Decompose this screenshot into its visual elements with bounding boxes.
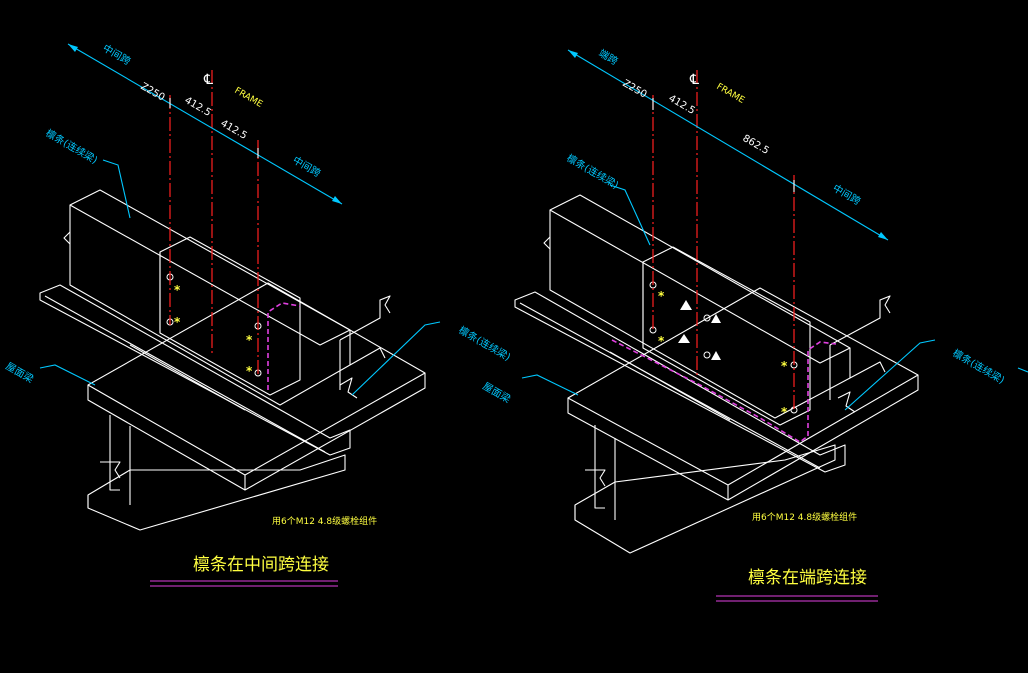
right-cl-symbol: ℄ xyxy=(689,72,699,88)
left-purlin-label: 檩条(连续梁) xyxy=(44,126,101,166)
right-title: 檩条在端跨连接 xyxy=(748,568,867,588)
left-span-right: 中间跨 xyxy=(291,153,323,179)
left-frame-label: FRAME xyxy=(233,86,265,110)
svg-text:*: * xyxy=(781,359,788,373)
right-frame-label: FRAME xyxy=(715,82,747,106)
right-purlin xyxy=(514,194,886,473)
left-roof-beam xyxy=(87,282,426,531)
left-purlin xyxy=(39,189,386,456)
left-dim-outer: Z250 xyxy=(139,81,167,103)
right-span-right: 中间跨 xyxy=(831,181,863,207)
right-dimension-line xyxy=(567,49,889,241)
right-bolt-note: 用6个M12 4.8级螺栓组件 xyxy=(752,511,857,523)
svg-text:*: * xyxy=(658,289,665,303)
left-title: 檩条在中间跨连接 xyxy=(193,555,329,575)
left-support-label: 檩条(连续梁) xyxy=(457,323,514,363)
left-cl-symbol: ℄ xyxy=(203,72,213,88)
right-leaders xyxy=(521,184,1028,411)
left-hidden-lines xyxy=(150,302,338,587)
right-dim-a: 412.5 xyxy=(667,93,697,117)
svg-text:*: * xyxy=(246,364,253,378)
left-leaders xyxy=(39,159,441,396)
svg-text:*: * xyxy=(781,405,788,419)
left-connection-plate xyxy=(159,236,301,396)
right-detail: * * * * Z250 412.5 862.5 端跨 中间跨 ℄ xyxy=(481,46,1028,602)
left-bolt-note: 用6个M12 4.8级螺栓组件 xyxy=(272,515,377,527)
right-dim-b: 862.5 xyxy=(741,133,771,157)
svg-text:*: * xyxy=(174,315,181,329)
right-centerlines xyxy=(652,70,795,412)
left-dim-b: 412.5 xyxy=(219,118,249,142)
left-dimension-line xyxy=(67,43,343,205)
left-span-left: 中间跨 xyxy=(101,41,133,67)
left-bolts: * * * * xyxy=(166,273,262,378)
right-span-left: 端跨 xyxy=(597,46,621,67)
right-hidden-lines xyxy=(611,339,878,602)
right-beam-label: 屋面梁 xyxy=(481,379,513,405)
right-support-label: 檩条(连续梁) xyxy=(951,346,1008,386)
left-detail: * * * * Z250 412.5 412.5 中间跨 中间跨 ℄ FRAME xyxy=(4,41,514,587)
left-centerlines xyxy=(169,70,259,375)
svg-text:*: * xyxy=(658,334,665,348)
right-roof-beam xyxy=(567,287,919,554)
left-beam-label: 屋面梁 xyxy=(4,359,36,385)
left-dim-a: 412.5 xyxy=(183,95,213,119)
svg-text:*: * xyxy=(246,333,253,347)
right-dim-outer: Z250 xyxy=(621,78,649,100)
right-purlin-label: 檩条(连续梁) xyxy=(565,151,622,191)
svg-text:*: * xyxy=(174,283,181,297)
right-connection-plate xyxy=(642,246,811,426)
